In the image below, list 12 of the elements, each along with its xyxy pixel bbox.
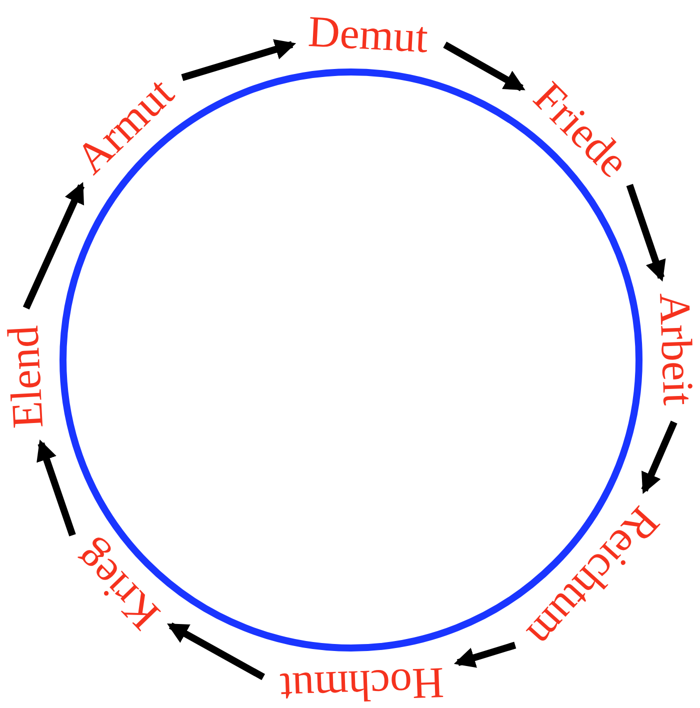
cycle-word: Hochmut: [280, 660, 445, 708]
cycle-word: Demut: [307, 10, 429, 61]
arrow: [166, 622, 266, 680]
cycle-word: Elend: [2, 324, 52, 430]
arrow: [454, 642, 516, 668]
arrow: [626, 184, 666, 282]
arrow: [181, 39, 296, 81]
arrow: [36, 440, 76, 536]
cycle-word: Arbeit: [652, 292, 700, 406]
arrow: [443, 42, 526, 92]
arrow: [22, 182, 85, 310]
arrow: [641, 420, 678, 494]
